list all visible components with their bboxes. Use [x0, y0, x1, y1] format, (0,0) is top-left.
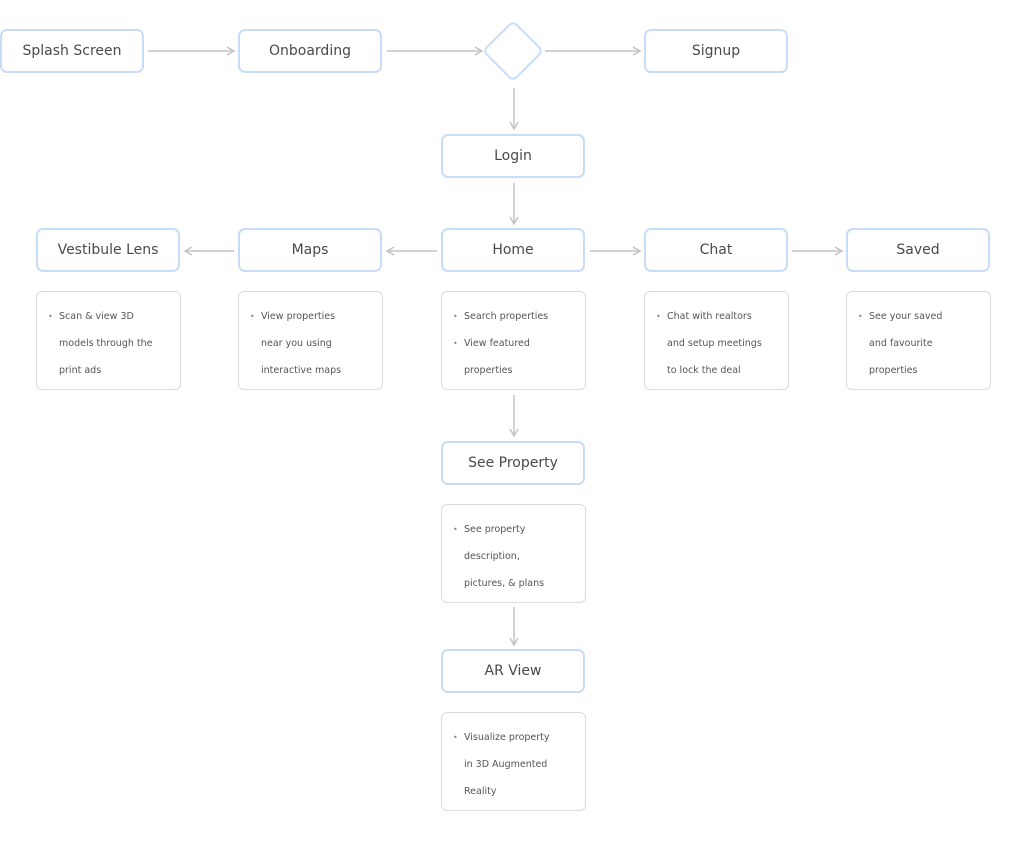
node-signup: Signup: [644, 29, 788, 73]
desc-line: Search properties: [453, 303, 577, 330]
node-see-property: See Property: [441, 441, 585, 485]
node-ar-view: AR View: [441, 649, 585, 693]
desc-line: models through the: [59, 338, 153, 349]
desc-see-property: See property description, pictures, & pl…: [441, 504, 586, 603]
desc-line: description,: [464, 551, 520, 562]
desc-line: View featured: [453, 330, 577, 357]
desc-line: to lock the deal: [667, 365, 741, 376]
node-chat: Chat: [644, 228, 788, 272]
desc-line: See property: [453, 516, 577, 543]
desc-line: View properties: [250, 303, 374, 330]
desc-line: Reality: [464, 786, 497, 797]
desc-line: in 3D Augmented: [464, 759, 548, 770]
node-onboarding: Onboarding: [238, 29, 382, 73]
desc-vestibule-lens: Scan & view 3D models through the print …: [36, 291, 181, 390]
desc-line: Visualize property: [453, 724, 577, 751]
desc-line: near you using: [261, 338, 332, 349]
node-maps: Maps: [238, 228, 382, 272]
node-home: Home: [441, 228, 585, 272]
node-login: Login: [441, 134, 585, 178]
desc-saved: See your saved and favourite properties: [846, 291, 991, 390]
node-splash-screen: Splash Screen: [0, 29, 144, 73]
desc-maps: View properties near you using interacti…: [238, 291, 383, 390]
desc-line: properties: [464, 365, 513, 376]
node-saved: Saved: [846, 228, 990, 272]
desc-ar-view: Visualize property in 3D Augmented Reali…: [441, 712, 586, 811]
desc-line: properties: [869, 365, 918, 376]
desc-line: pictures, & plans: [464, 578, 545, 589]
node-vestibule-lens: Vestibule Lens: [36, 228, 180, 272]
desc-home: Search properties View featured properti…: [441, 291, 586, 390]
desc-line: Chat with realtors: [656, 303, 780, 330]
desc-chat: Chat with realtors and setup meetings to…: [644, 291, 789, 390]
desc-line: print ads: [59, 365, 102, 376]
desc-line: See your saved: [858, 303, 982, 330]
desc-line: and setup meetings: [667, 338, 762, 349]
desc-line: and favourite: [869, 338, 933, 349]
desc-line: interactive maps: [261, 365, 342, 376]
desc-line: Scan & view 3D: [48, 303, 172, 330]
